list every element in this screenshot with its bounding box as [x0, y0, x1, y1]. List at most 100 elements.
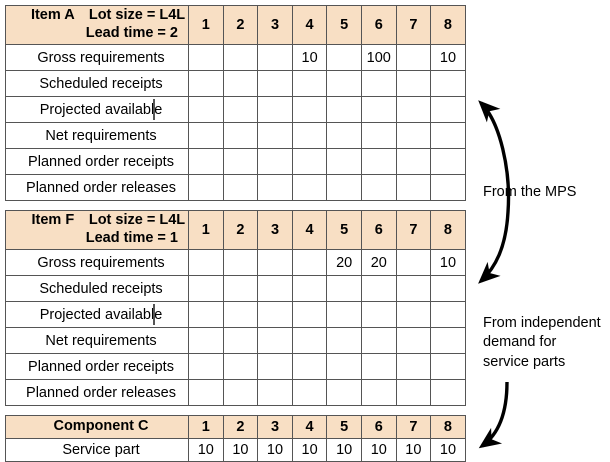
cell[interactable]: [222, 70, 259, 97]
cell[interactable]: [291, 275, 328, 302]
cell[interactable]: [326, 96, 362, 123]
cell[interactable]: [291, 96, 328, 123]
cell[interactable]: [360, 70, 397, 97]
cell[interactable]: 10: [430, 438, 466, 462]
cell[interactable]: [326, 44, 362, 71]
cell[interactable]: [430, 174, 466, 201]
cell[interactable]: [395, 174, 432, 201]
cell[interactable]: [326, 122, 362, 149]
cell[interactable]: [222, 301, 259, 328]
cell[interactable]: 10: [430, 249, 466, 276]
cell[interactable]: [360, 148, 397, 175]
cell[interactable]: [326, 148, 362, 175]
cell[interactable]: [326, 70, 362, 97]
cell[interactable]: [395, 122, 432, 149]
cell[interactable]: [257, 70, 293, 97]
cell[interactable]: [430, 122, 466, 149]
cell[interactable]: [257, 122, 293, 149]
cell[interactable]: [188, 327, 224, 354]
cell[interactable]: [395, 44, 432, 71]
cell[interactable]: [257, 275, 293, 302]
cell[interactable]: [222, 353, 259, 380]
cell[interactable]: [360, 275, 397, 302]
cell[interactable]: [326, 174, 362, 201]
cell[interactable]: [188, 379, 224, 406]
cell[interactable]: [188, 353, 224, 380]
cell[interactable]: [430, 275, 466, 302]
cell[interactable]: [257, 379, 293, 406]
cell[interactable]: [188, 174, 224, 201]
cell[interactable]: 10: [395, 438, 432, 462]
cell[interactable]: 10: [188, 438, 224, 462]
cell[interactable]: [395, 327, 432, 354]
cell[interactable]: [188, 275, 224, 302]
cell[interactable]: [430, 148, 466, 175]
cell[interactable]: 20: [360, 249, 397, 276]
cell[interactable]: [430, 327, 466, 354]
cell[interactable]: [326, 275, 362, 302]
cell[interactable]: [257, 174, 293, 201]
cell[interactable]: [360, 122, 397, 149]
cell[interactable]: [222, 174, 259, 201]
cell[interactable]: [430, 96, 466, 123]
cell[interactable]: 10: [222, 438, 259, 462]
cell[interactable]: [360, 379, 397, 406]
cell[interactable]: [291, 122, 328, 149]
cell[interactable]: [326, 301, 362, 328]
cell[interactable]: [188, 96, 224, 123]
cell[interactable]: [395, 275, 432, 302]
cell[interactable]: [188, 122, 224, 149]
cell[interactable]: [188, 44, 224, 71]
cell[interactable]: [395, 379, 432, 406]
cell[interactable]: [360, 327, 397, 354]
cell[interactable]: [257, 96, 293, 123]
cell[interactable]: 10: [291, 44, 328, 71]
cell[interactable]: [291, 249, 328, 276]
cell[interactable]: [222, 275, 259, 302]
cell[interactable]: [291, 174, 328, 201]
cell[interactable]: [291, 353, 328, 380]
cell[interactable]: [222, 122, 259, 149]
cell[interactable]: [257, 148, 293, 175]
cell[interactable]: [222, 249, 259, 276]
cell[interactable]: [430, 70, 466, 97]
cell[interactable]: [430, 353, 466, 380]
cell[interactable]: [395, 70, 432, 97]
cell[interactable]: [395, 353, 432, 380]
cell[interactable]: [257, 353, 293, 380]
cell[interactable]: [188, 148, 224, 175]
cell[interactable]: [188, 249, 224, 276]
cell[interactable]: [222, 96, 259, 123]
cell[interactable]: [326, 379, 362, 406]
cell[interactable]: [188, 70, 224, 97]
cell[interactable]: [395, 96, 432, 123]
cell[interactable]: [188, 301, 224, 328]
cell[interactable]: [257, 249, 293, 276]
cell[interactable]: [222, 44, 259, 71]
cell[interactable]: [222, 148, 259, 175]
cell[interactable]: 10: [326, 438, 362, 462]
cell[interactable]: [430, 379, 466, 406]
cell[interactable]: [291, 301, 328, 328]
cell[interactable]: [257, 301, 293, 328]
cell[interactable]: [326, 327, 362, 354]
cell[interactable]: 20: [326, 249, 362, 276]
cell[interactable]: [291, 148, 328, 175]
cell[interactable]: [222, 379, 259, 406]
cell[interactable]: 100: [360, 44, 397, 71]
cell[interactable]: [360, 353, 397, 380]
cell[interactable]: [326, 353, 362, 380]
cell[interactable]: [291, 327, 328, 354]
cell[interactable]: [291, 379, 328, 406]
cell[interactable]: [395, 301, 432, 328]
cell[interactable]: [395, 249, 432, 276]
cell[interactable]: [222, 327, 259, 354]
cell[interactable]: 10: [291, 438, 328, 462]
cell[interactable]: [291, 70, 328, 97]
cell[interactable]: 10: [360, 438, 397, 462]
cell[interactable]: [257, 44, 293, 71]
cell[interactable]: 10: [257, 438, 293, 462]
cell[interactable]: [395, 148, 432, 175]
cell[interactable]: [430, 301, 466, 328]
cell[interactable]: [360, 96, 397, 123]
